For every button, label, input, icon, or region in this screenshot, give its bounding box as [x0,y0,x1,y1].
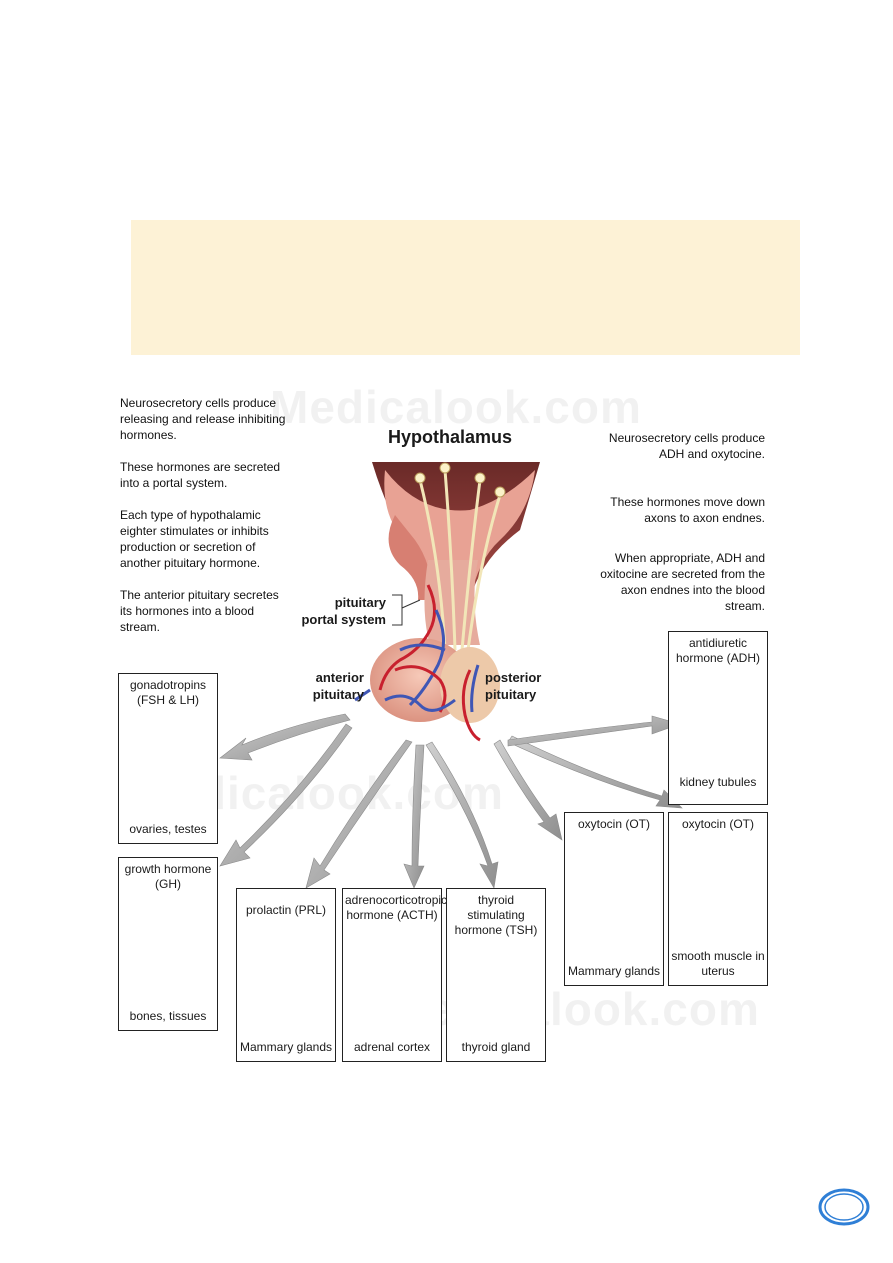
target-acth: adrenocorticotropic hormone (ACTH) adren… [342,888,448,1062]
neurosecretory-axons [418,469,502,651]
organ-label: smooth muscle in uterus [671,949,765,978]
note-box [131,220,800,355]
portal-label: pituitary portal system [301,595,386,627]
anterior-label: anterior pituitary [312,670,364,702]
target-tsh: thyroid stimulating hormone (TSH) thyroi… [446,888,546,1062]
arrow-oxytocin-breast [493,739,563,841]
hormone-label: thyroid stimulating hormone (TSH) [454,893,538,937]
arrow-oxytocin-uterus [507,735,683,809]
page-badge-icon [818,1188,870,1226]
right-notes: Neurosecretory cells produce ADH and oxy… [585,430,765,630]
organ-label: thyroid gland [461,1040,531,1054]
target-gonadotropins: gonadotropins (FSH & LH) ovaries, testes [118,673,218,844]
arrow-gonadotropins [219,713,351,761]
portal-vessels [354,584,481,742]
arrow-tsh [425,741,499,889]
organ-label: Mammary glands [239,1040,333,1054]
left-note-1: Neurosecretory cells produce releasing a… [120,396,286,442]
watermark: Medicalook.com [270,381,642,433]
left-note-3: Each type of hypothalamic eighter stimul… [120,508,269,570]
diagram-title: Hypothalamus [387,427,513,447]
right-note-1: Neurosecretory cells produce ADH and oxy… [608,431,765,461]
organ-label: bones, tissues [129,1009,207,1023]
target-oxytocin-breast: oxytocin (OT) Mammary glands [564,812,664,986]
hormone-label: gonadotropins (FSH & LH) [129,678,207,707]
target-growth: growth hormone (GH) bones, tissues [118,857,218,1031]
arrow-prolactin [305,739,413,889]
organ-label: ovaries, testes [129,822,207,836]
right-note-2: These hormones move down axons to axon e… [610,495,765,525]
neuron-cell-bodies [414,462,506,498]
hormone-label: antidiuretic hormone (ADH) [675,636,761,665]
pituitary-gland [370,638,500,723]
left-note-4: The anterior pituitary secretes its horm… [120,588,279,634]
left-note-2: These hormones are secreted into a porta… [120,460,281,490]
hormone-label: prolactin (PRL) [245,903,327,917]
arrow-adh [507,715,681,747]
hormone-label: oxytocin (OT) [577,817,650,831]
arrow-acth [403,744,425,889]
target-oxytocin-uterus: oxytocin (OT) smooth muscle in uterus [668,812,768,986]
organ-label: Mammary glands [567,964,661,978]
target-prolactin: prolactin (PRL) Mammary glands [236,888,336,1062]
hormone-label: growth hormone (GH) [124,862,212,891]
right-note-3: When appropriate, ADH and oxitocine are … [600,551,765,613]
left-notes: Neurosecretory cells produce releasing a… [120,395,290,651]
hormone-arrows [219,713,683,889]
organ-label: adrenal cortex [353,1040,431,1054]
organ-label: kidney tubules [679,775,757,789]
posterior-label: posterior pituitary [485,670,542,702]
hormone-label: oxytocin (OT) [681,817,754,831]
portal-bracket [392,594,421,626]
arrow-growth [219,723,353,867]
hormone-label: adrenocorticotropic hormone (ACTH) [345,893,448,922]
target-adh: antidiuretic hormone (ADH) kidney tubule… [668,631,768,805]
